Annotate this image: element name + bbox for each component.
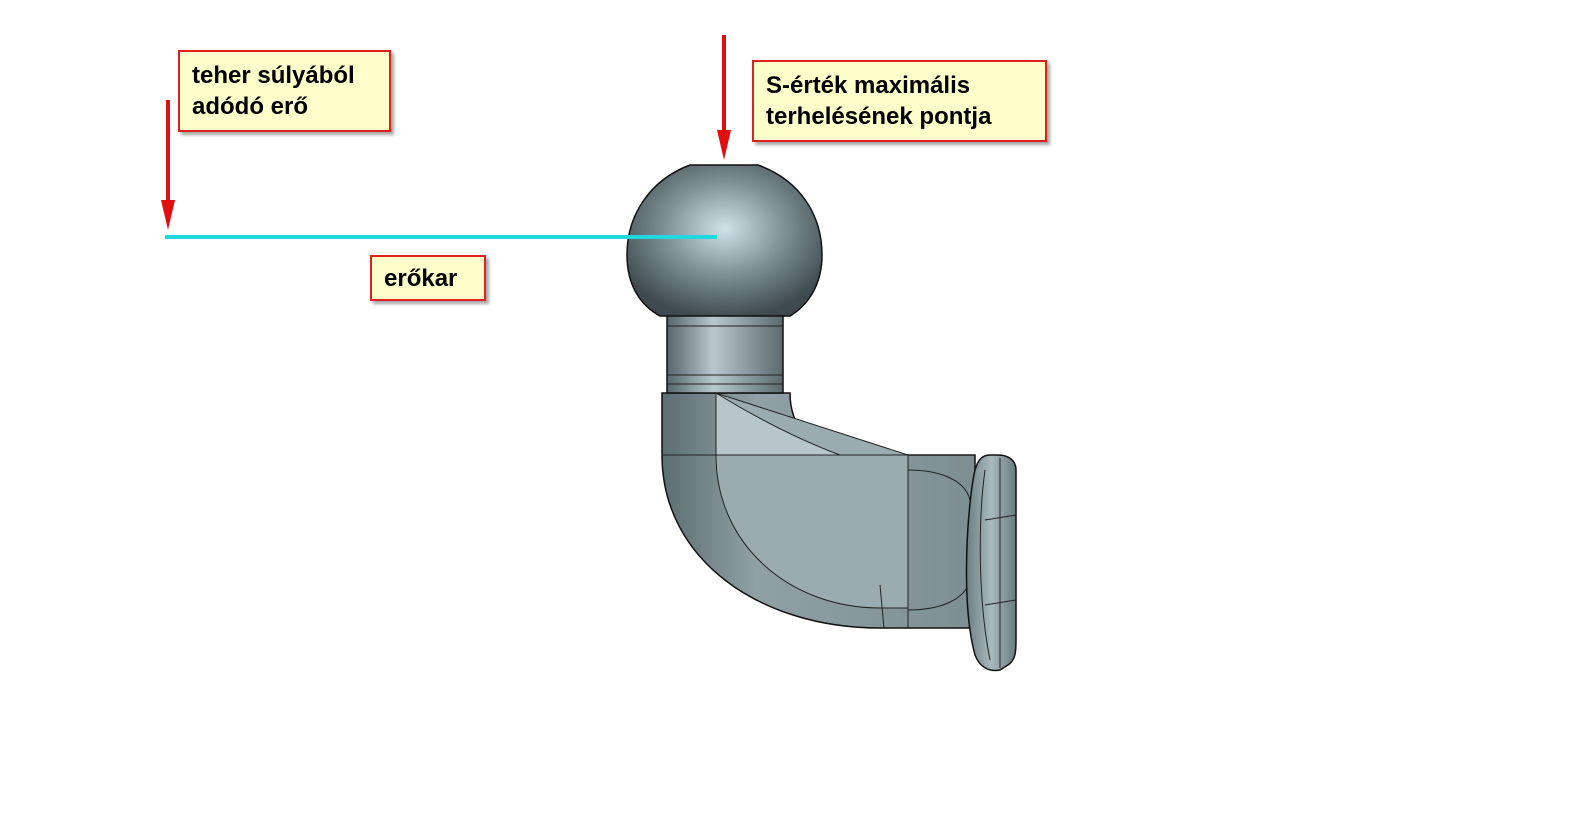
hitch-neck bbox=[666, 311, 784, 394]
load-force-arrow bbox=[161, 100, 175, 230]
s-value-arrow bbox=[717, 35, 731, 160]
lever-arm-label: erőkar bbox=[370, 255, 486, 301]
hitch-ball bbox=[626, 164, 823, 317]
label-line: adódó erő bbox=[192, 93, 309, 120]
hitch-body bbox=[661, 392, 976, 629]
label-line: S-érték maximális bbox=[766, 72, 971, 99]
label-line: erőkar bbox=[384, 265, 458, 292]
mounting-flange bbox=[965, 454, 1017, 672]
load-force-label: teher súlyából adódó erő bbox=[178, 50, 391, 132]
label-line: teher súlyából bbox=[192, 62, 355, 89]
label-line: terhelésének pontja bbox=[766, 103, 992, 130]
s-value-label: S-érték maximális terhelésének pontja bbox=[752, 60, 1047, 142]
